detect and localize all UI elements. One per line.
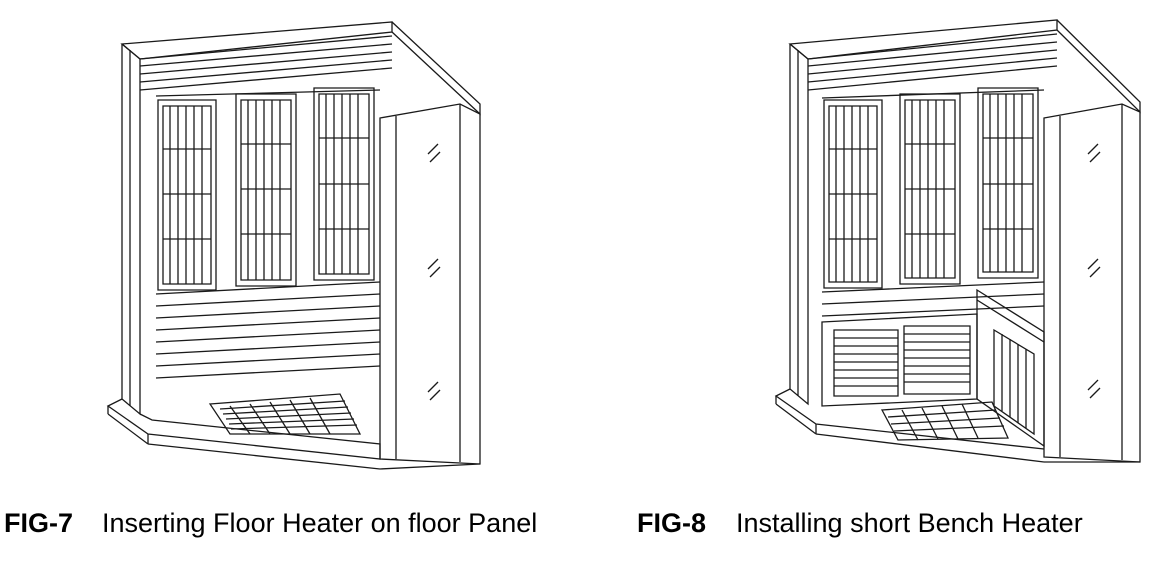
glass-door <box>1044 104 1140 462</box>
floor-heater <box>210 394 360 434</box>
bench-heater-side <box>977 290 1044 446</box>
left-frame-post <box>790 44 808 404</box>
figure-8-caption: FIG-8 Installing short Bench Heater <box>637 506 1161 540</box>
figure-7-caption: FIG-7 Inserting Floor Heater on floor Pa… <box>4 506 564 540</box>
panel-heater-left <box>158 100 216 290</box>
panel-heater-center <box>900 94 960 284</box>
figure-8-label: FIG-8 <box>637 508 707 538</box>
sauna-floor-heater-drawing <box>100 14 500 474</box>
panel-heater-right <box>314 88 374 280</box>
top-header <box>790 20 1057 59</box>
floor-base <box>108 399 480 469</box>
panel-heater-left <box>824 100 882 288</box>
sauna-bench-heater-drawing <box>772 14 1152 474</box>
floor-heater <box>882 402 1008 440</box>
panel-heater-right <box>978 88 1038 278</box>
figure-7-caption-text: Inserting Floor Heater on floor Panel <box>102 508 538 538</box>
figure-7-label: FIG-7 <box>4 508 74 538</box>
glass-door <box>380 104 480 464</box>
left-frame-post <box>122 44 140 414</box>
top-header <box>122 22 392 59</box>
wall-slats <box>156 90 380 378</box>
floor-base <box>776 389 1140 462</box>
panel-heater-center <box>236 94 296 286</box>
figure-8-caption-text: Installing short Bench Heater <box>736 508 1083 538</box>
bench-heater-front <box>822 314 977 406</box>
